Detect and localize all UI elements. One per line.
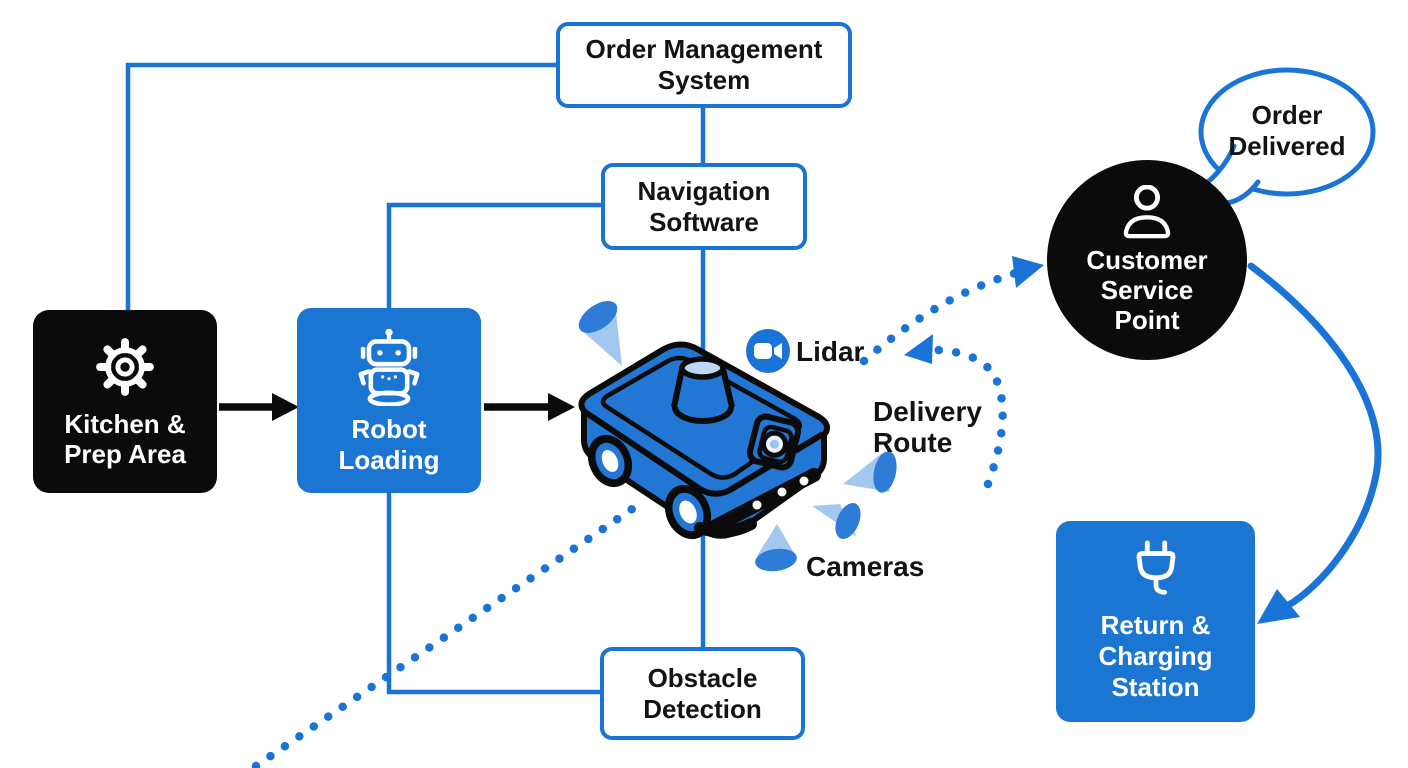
dotted-delivery-route-path — [931, 345, 1007, 489]
node-label: Kitchen & Prep Area — [64, 408, 186, 469]
camera-lens-pupil — [769, 439, 779, 449]
arrowhead-delivery-route — [904, 334, 933, 364]
node-obstacle-detection: Obstacle Detection — [600, 647, 805, 740]
dotted-diagonal-path — [251, 500, 643, 768]
arrowhead-loading-to-robot — [548, 393, 575, 421]
return-arrowhead — [1257, 589, 1300, 624]
robot-icon — [358, 328, 420, 406]
cone-bottom-base — [755, 548, 797, 572]
cone-top-left-base — [578, 301, 618, 333]
robot-dome-cone — [674, 369, 732, 407]
person-icon — [1123, 185, 1171, 239]
node-kitchen-prep-area: Kitchen & Prep Area — [33, 310, 217, 493]
robot-top-edge — [583, 409, 825, 497]
black-arrows — [219, 393, 575, 421]
gear-icon — [96, 337, 154, 396]
node-label: Order Management System — [585, 34, 823, 95]
node-navigation-software: Navigation Software — [601, 163, 807, 250]
robot-front-slot — [694, 518, 757, 538]
node-label: Return & Charging Station — [1098, 610, 1213, 702]
node-customer-service-point: Customer Service Point — [1047, 160, 1247, 360]
cone-right-base — [873, 451, 897, 493]
sensor-cones — [578, 301, 897, 572]
return-arrow-curve — [1247, 262, 1382, 610]
robot-wheel-rear — [664, 484, 712, 540]
node-robot-loading: Robot Loading — [297, 308, 481, 493]
cone-bottom-right-base — [835, 502, 861, 540]
plug-icon — [1136, 540, 1175, 595]
node-label: Obstacle Detection — [643, 662, 762, 724]
node-order-management-system: Order Management System — [556, 22, 852, 108]
robot-top-inset — [600, 355, 802, 480]
connector-nav-to-robot-loading — [386, 202, 601, 308]
order-delivered-callout: Order Delivered — [1205, 100, 1369, 162]
node-label: Customer Service Point — [1086, 245, 1208, 335]
label-text: Cameras — [806, 551, 925, 582]
return-arrow — [1247, 262, 1382, 624]
sensor-dot — [777, 487, 787, 497]
label-text: Delivery Route — [873, 396, 982, 458]
robot-wheel-front — [587, 434, 633, 488]
connector-lines — [125, 62, 706, 695]
sensor-dot — [752, 500, 762, 510]
dotted-path-to-customer — [859, 268, 1021, 366]
connector-robot-loading-to-obstacle — [386, 493, 600, 695]
robot-dome-sides — [671, 368, 735, 408]
wheel-center — [679, 500, 697, 524]
arrowhead-kitchen-to-loading — [272, 393, 299, 421]
cameras-label: Cameras — [806, 551, 924, 582]
node-label: Robot Loading — [338, 413, 440, 475]
delivery-route-label: Delivery Route — [873, 396, 988, 458]
arrowhead-to-customer — [1012, 256, 1044, 288]
node-return-charging-station: Return & Charging Station — [1056, 521, 1255, 722]
connector-oms-to-kitchen — [125, 62, 556, 310]
delivery-robot-illustration — [578, 341, 831, 540]
node-label: Navigation Software — [637, 175, 771, 237]
callout-label: Order Delivered — [1228, 100, 1346, 161]
label-text: Lidar — [796, 336, 865, 367]
dotted-routes — [251, 256, 1044, 768]
wheel-center — [601, 450, 619, 472]
lidar-label: Lidar — [796, 336, 864, 367]
sensor-dot — [799, 476, 809, 486]
robot-side-camera — [746, 413, 802, 471]
robot-dome-top — [679, 356, 726, 380]
video-camera-icon — [746, 329, 790, 373]
robot-sensor-band — [709, 468, 821, 533]
